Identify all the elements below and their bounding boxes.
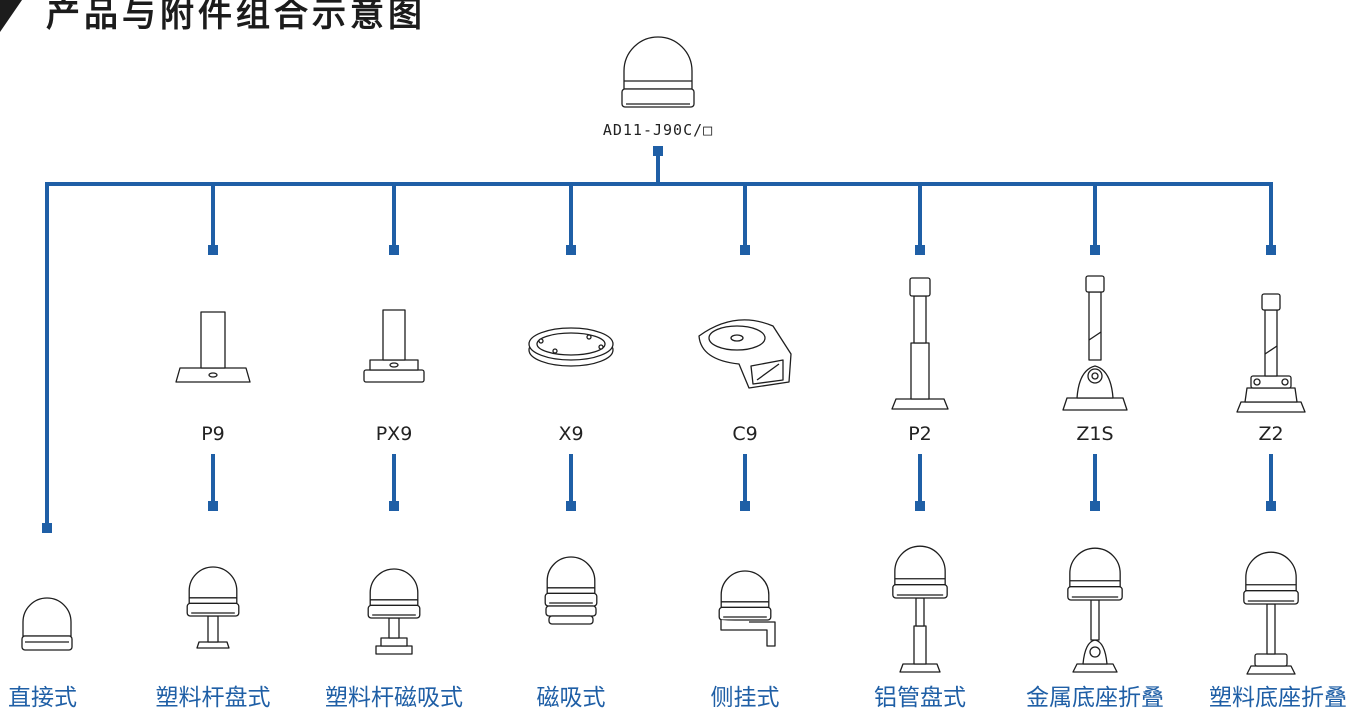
light-p2-mount-icon: [892, 545, 948, 673]
node-lower-x9: [566, 501, 576, 511]
node-lower-p2: [915, 501, 925, 511]
node-upper-px9: [389, 245, 399, 255]
branch-x9: X9 磁吸式: [528, 327, 614, 711]
model-label-x9: X9: [558, 423, 583, 445]
x9-magnetic-disc-icon: [528, 327, 614, 367]
node-upper-z2: [1266, 245, 1276, 255]
model-label-z1s: Z1S: [1076, 423, 1113, 445]
model-label-z2: Z2: [1258, 423, 1283, 445]
model-label-px9: PX9: [376, 423, 413, 445]
light-z1s-mount-icon: [1067, 547, 1123, 673]
node-upper-x9: [566, 245, 576, 255]
combo-label-p2: 铝管盘式: [874, 685, 966, 711]
node-lower-px9: [389, 501, 399, 511]
title-marker: [0, 0, 22, 32]
branch-px9: PX9 塑料杆磁吸式: [325, 309, 463, 711]
signal-light-icon: [621, 36, 695, 108]
z1s-metal-folding-base-icon: [1062, 275, 1128, 411]
light-p9-mount-icon: [186, 566, 240, 649]
combo-label-direct: 直接式: [8, 685, 77, 711]
model-label-p2: P2: [908, 423, 932, 445]
p9-plastic-pole-base-icon: [175, 311, 251, 383]
model-label-c9: C9: [732, 423, 757, 445]
light-px9-mount-icon: [367, 568, 421, 655]
node-lower-z1s: [1090, 501, 1100, 511]
combo-label-x9: 磁吸式: [537, 685, 606, 711]
branch-c9: C9 侧挂式: [698, 319, 792, 711]
top-product-model: AD11-J90C/□: [603, 121, 713, 139]
combo-label-c9: 侧挂式: [711, 685, 780, 711]
z2-plastic-folding-base-icon: [1236, 293, 1306, 413]
node-lower-z2: [1266, 501, 1276, 511]
branch-direct: 直接式: [8, 597, 77, 711]
connector-lines: [42, 146, 1276, 533]
model-label-p9: P9: [201, 423, 225, 445]
light-z2-mount-icon: [1243, 551, 1299, 675]
node-upper-p2: [915, 245, 925, 255]
branch-p9: P9 塑料杆盘式: [156, 311, 271, 711]
node-upper-z1s: [1090, 245, 1100, 255]
px9-magnetic-pole-base-icon: [363, 309, 425, 383]
branch-list: 直接式 P9 塑料杆盘式 PX9 塑料杆磁吸式 X9 磁吸式 C9 侧挂式 P2 铝管盘式 Z1S 金属…: [8, 275, 1347, 711]
node-lower-p9: [208, 501, 218, 511]
branch-z1s: Z1S 金属底座折叠: [1026, 275, 1164, 711]
c9-side-bracket-icon: [698, 319, 792, 389]
light-direct-mount-icon: [21, 597, 73, 651]
combo-label-px9: 塑料杆磁吸式: [325, 685, 463, 711]
combo-label-z2: 塑料底座折叠: [1209, 685, 1347, 711]
combo-label-p9: 塑料杆盘式: [156, 685, 271, 711]
combo-label-z1s: 金属底座折叠: [1026, 685, 1164, 711]
light-c9-mount-icon: [718, 570, 776, 647]
branch-z2: Z2 塑料底座折叠: [1209, 293, 1347, 711]
p2-aluminum-pole-icon: [891, 277, 949, 410]
node-upper-p9: [208, 245, 218, 255]
node-upper-c9: [740, 245, 750, 255]
light-x9-mount-icon: [544, 556, 598, 625]
branch-p2: P2 铝管盘式: [874, 277, 966, 711]
page-title: 产品与附件组合示意图: [46, 0, 426, 35]
node-lower-c9: [740, 501, 750, 511]
node-direct: [42, 523, 52, 533]
